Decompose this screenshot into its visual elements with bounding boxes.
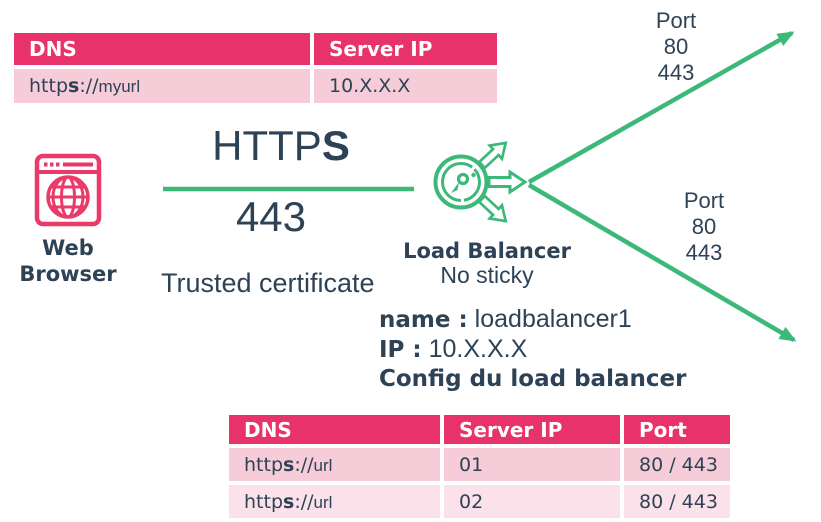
dns-header: DNS xyxy=(14,33,310,65)
dns-header: DNS xyxy=(229,415,440,444)
lb-ip-line: IP :10.X.X.X xyxy=(379,335,528,363)
port-cell: 80 / 443 xyxy=(624,485,730,518)
dns-table: DNS Server IP https://myurl 10.X.X.X xyxy=(10,29,501,107)
dns-url-cell: https://myurl xyxy=(14,69,310,103)
port-header: Port xyxy=(624,415,730,444)
lower-route-ports: Port 80 443 xyxy=(683,188,725,265)
fan-out-arrows-icon xyxy=(477,141,528,223)
server-ip-cell: 01 xyxy=(444,448,620,481)
globe-icon xyxy=(46,175,90,219)
lower-route-arrow xyxy=(527,183,797,342)
backend-table: DNS Server IP Port https://url 01 80 / 4… xyxy=(225,411,734,522)
table-row: https://myurl 10.X.X.X xyxy=(14,69,497,103)
server-ip-header: Server IP xyxy=(444,415,620,444)
table-header-row: DNS Server IP xyxy=(14,33,497,65)
server-ip-cell: 10.X.X.X xyxy=(314,69,497,103)
table-row: https://url 01 80 / 443 xyxy=(229,448,730,481)
dns-url-cell: https://url xyxy=(229,485,440,518)
load-balancer-title: Load Balancer xyxy=(403,239,571,263)
https-protocol-label: HTTPS xyxy=(212,122,350,169)
load-balancer-mode: No sticky xyxy=(440,262,534,288)
https-port-label: 443 xyxy=(235,193,307,240)
trusted-certificate-label: Trusted certificate xyxy=(161,268,375,298)
port-cell: 80 / 443 xyxy=(624,448,730,481)
upper-route-ports: Port 80 443 xyxy=(655,8,697,85)
web-browser-icon xyxy=(34,153,102,227)
dns-url-cell: https://url xyxy=(229,448,440,481)
table-header-row: DNS Server IP Port xyxy=(229,415,730,444)
server-ip-header: Server IP xyxy=(314,33,497,65)
table-row: https://url 02 80 / 443 xyxy=(229,485,730,518)
lb-config-caption: Config du load balancer xyxy=(379,366,687,392)
upper-route-arrow xyxy=(527,31,795,184)
load-balancer-label: Load Balancer No sticky xyxy=(392,239,582,288)
lb-name-line: name :loadbalancer1 xyxy=(379,305,632,333)
web-browser-label: Web Browser xyxy=(19,236,117,286)
lb-config-block: name :loadbalancer1 IP :10.X.X.X Config … xyxy=(379,305,686,394)
gauge-needle-icon xyxy=(456,172,470,186)
load-balancer-icon xyxy=(433,141,528,223)
server-ip-cell: 02 xyxy=(444,485,620,518)
